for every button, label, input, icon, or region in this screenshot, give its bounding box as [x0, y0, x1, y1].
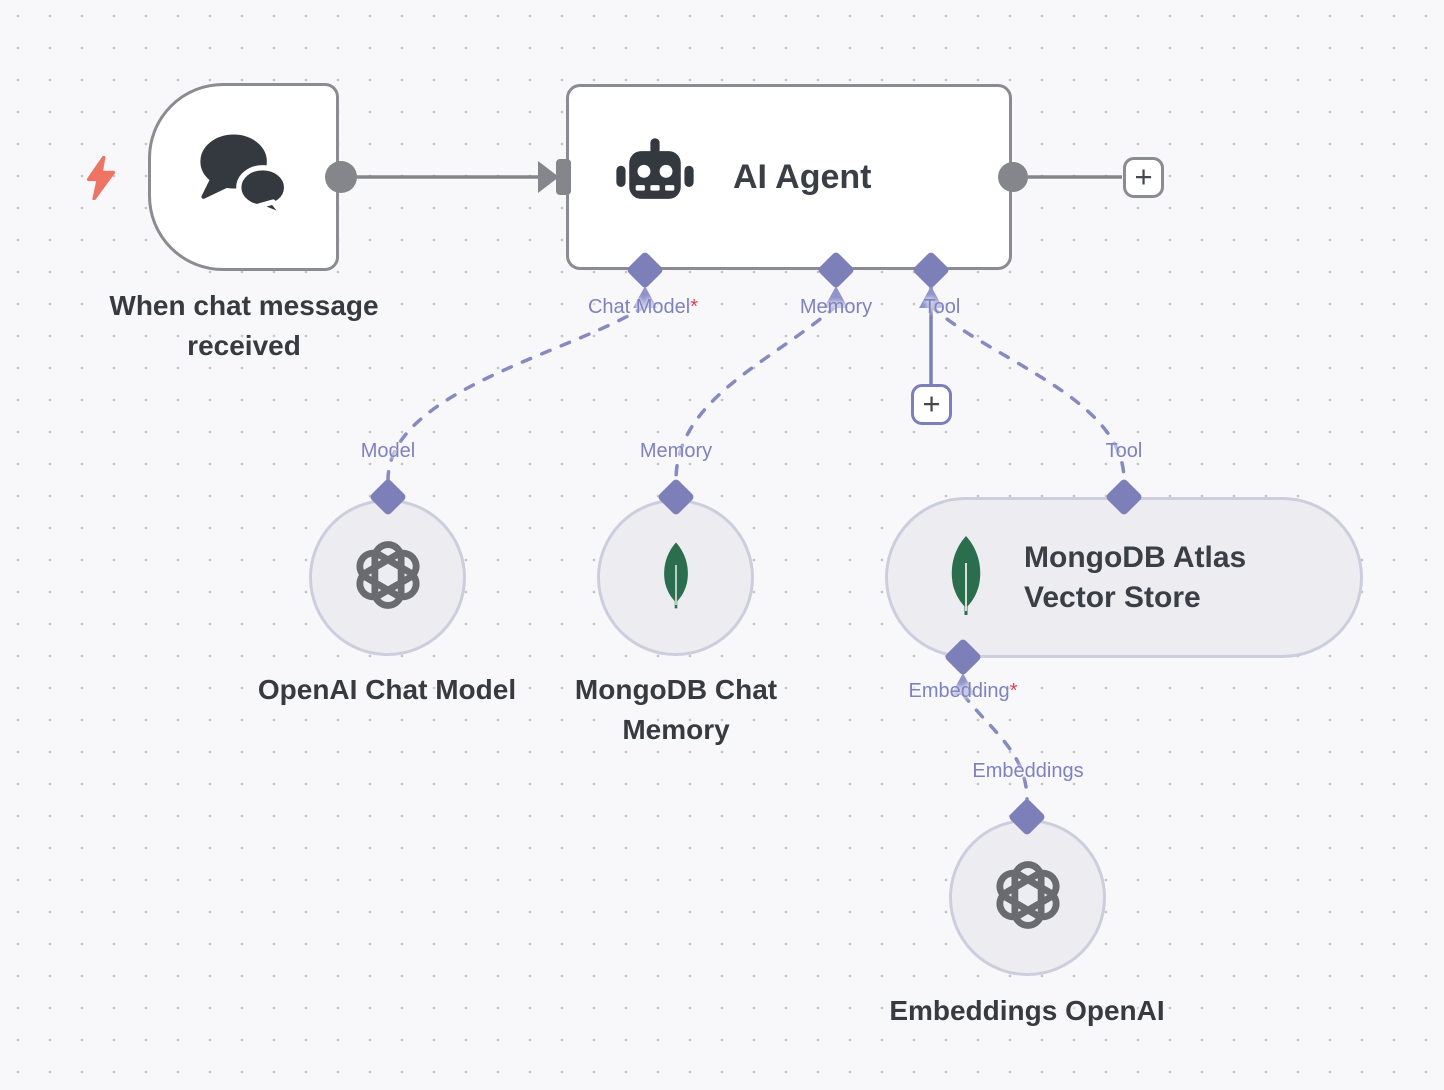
- port-label-embedding: Embedding*: [908, 680, 1018, 702]
- port-label-memory: Memory: [639, 440, 713, 462]
- mongodb-chat-memory-label: MongoDB Chat Memory: [574, 674, 778, 745]
- required-asterisk: *: [1009, 680, 1018, 702]
- node-ai-agent[interactable]: AI Agent: [566, 84, 1012, 270]
- port-label-embeddings: Embeddings: [972, 760, 1084, 782]
- agent-node-title: AI Agent: [733, 157, 872, 196]
- node-mongodb-chat-memory[interactable]: [597, 499, 754, 656]
- mongodb-leaf-icon: [936, 533, 996, 622]
- openai-chat-model-label: OpenAI Chat Model: [257, 674, 517, 705]
- openai-logo-icon: [346, 533, 430, 622]
- node-openai-chat-model[interactable]: [309, 499, 466, 656]
- node-mongodb-atlas-vector-store[interactable]: MongoDB Atlas Vector Store: [885, 497, 1363, 658]
- node-when-chat-message-received[interactable]: [148, 83, 339, 271]
- openai-logo-icon: [986, 853, 1070, 942]
- lightning-bolt-icon: [84, 155, 118, 205]
- chat-bubbles-icon: [190, 130, 298, 225]
- trigger-node-label: When chat message received: [109, 290, 379, 361]
- robot-icon: [609, 136, 701, 219]
- node-embeddings-openai[interactable]: [949, 819, 1106, 976]
- agent-port-label-chat-model: Chat Model*: [587, 296, 699, 318]
- required-asterisk: *: [690, 296, 699, 318]
- port-label-tool: Tool: [1105, 440, 1143, 462]
- mongodb-leaf-icon: [651, 540, 701, 615]
- port-label-model: Model: [360, 440, 416, 462]
- embeddings-openai-label: Embeddings OpenAI: [889, 995, 1165, 1026]
- add-next-node-button[interactable]: +: [1123, 157, 1164, 198]
- vector-store-title: MongoDB Atlas Vector Store: [1024, 540, 1247, 614]
- connection-embedding[interactable]: [961, 692, 1029, 802]
- add-tool-button[interactable]: +: [911, 384, 952, 425]
- connection-arrowhead-icon: [538, 161, 559, 193]
- agent-port-label-tool: Tool: [923, 296, 961, 318]
